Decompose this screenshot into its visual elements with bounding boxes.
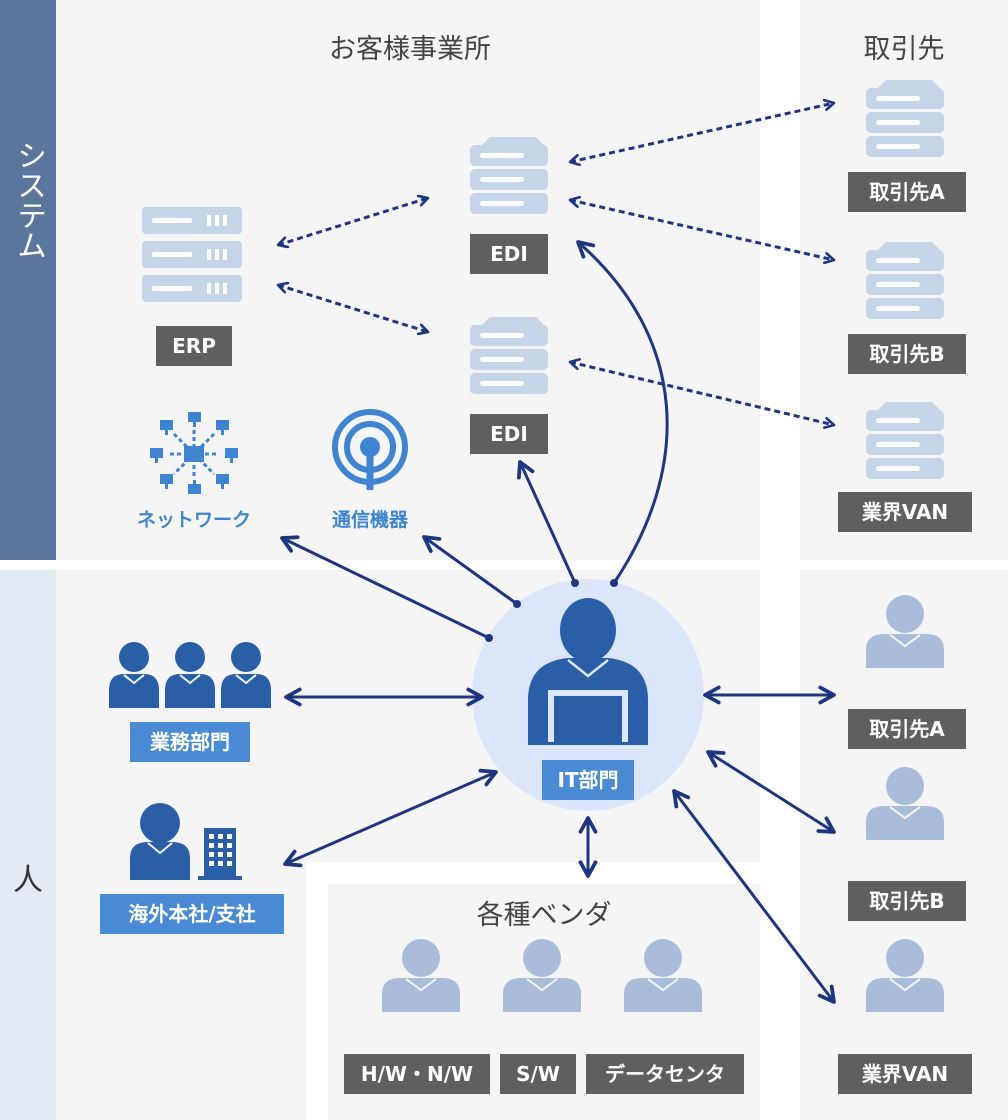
industry-van-system-label: 業界VAN [838,492,972,532]
partner-b-person-icon [866,767,944,840]
building-icon [198,828,242,880]
network-label: ネットワーク [136,509,251,531]
partner-b-person-label: 取引先B [848,881,966,921]
erp-label: ERP [156,326,232,366]
sw-vendor-person-icon [503,939,581,1012]
network-icon [150,412,238,494]
it-system-links [280,240,669,640]
partner-a-person-icon [866,595,944,668]
partner-b-server-icon [866,242,944,319]
dc-vendor-person-icon [624,939,702,1012]
system-sidebar: システム [0,0,56,560]
people-links [283,685,836,1004]
business-dept-people-icon [109,642,271,708]
edi-top-server-icon [470,137,548,214]
customer-site-heading: お客様事業所 [329,34,491,65]
business-dept-label: 業務部門 [130,722,250,762]
hw-vendor-label: H/W・N/W [344,1054,490,1094]
partner-a-system-label: 取引先A [848,172,966,212]
people-sidebar-label: 人 [13,863,43,898]
comm-device-label: 通信機器 [331,509,408,531]
dc-vendor-label: データセンタ [586,1054,744,1094]
partners-heading: 取引先 [863,34,945,65]
vendor-people-icons [382,939,702,1012]
partner-people-icons [866,595,944,1012]
hw-vendor-person-icon [382,939,460,1012]
vendors-heading: 各種ベンダ [476,900,612,931]
people-sidebar: 人 [0,570,56,1120]
system-sidebar-label: システム [11,140,46,260]
system-links [278,103,834,425]
erp-server-icon [142,207,242,302]
partner-b-system-label: 取引先B [848,334,966,374]
edi-bottom-label: EDI [470,414,548,454]
comm-device-icon [332,409,408,490]
overseas-person-icon [130,803,190,880]
overseas-label: 海外本社/支社 [100,894,284,934]
edi-bottom-server-icon [470,317,548,394]
it-person-icon [528,598,648,745]
industry-van-person-icon [866,939,944,1012]
sw-vendor-label: S/W [500,1054,576,1094]
industry-van-person-label: 業界VAN [838,1054,972,1094]
edi-top-label: EDI [470,234,548,274]
partner-a-server-icon [866,80,944,157]
it-dept-label: IT部門 [542,760,634,800]
industry-van-server-icon [866,402,944,479]
partner-a-person-label: 取引先A [848,709,966,749]
link-origin-dots [485,579,618,642]
